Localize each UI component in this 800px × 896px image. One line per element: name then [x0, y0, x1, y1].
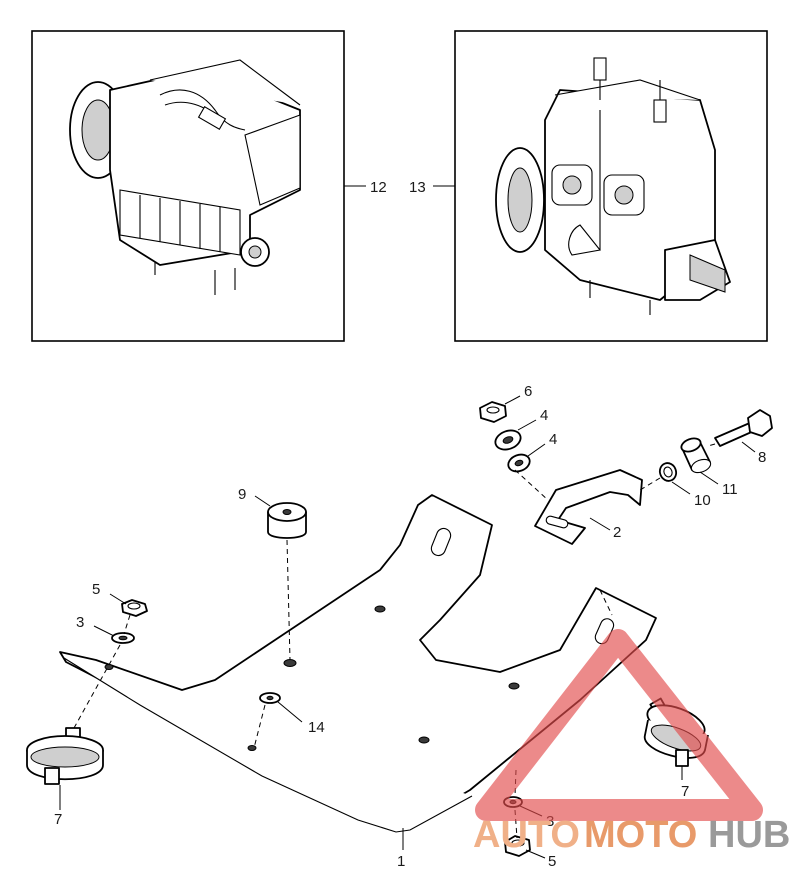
bushing	[680, 437, 712, 474]
callout-7-left: 7	[54, 811, 62, 828]
left-nut	[121, 599, 148, 617]
left-washer	[111, 632, 135, 644]
watermark-auto: AUTO	[473, 814, 580, 856]
callout-6: 6	[524, 383, 532, 400]
lock-washer-upper	[494, 429, 522, 451]
callout-13: 13	[409, 179, 426, 196]
watermark-hub: HUB	[708, 814, 790, 856]
top-nut	[479, 401, 507, 423]
callout-1: 1	[397, 853, 405, 870]
left-rubber-mount	[26, 727, 104, 785]
lock-washer-lower	[507, 453, 531, 473]
callout-12: 12	[370, 179, 387, 196]
callout-8: 8	[758, 449, 766, 466]
plate-washer	[259, 692, 281, 704]
callout-4-upper: 4	[540, 407, 548, 424]
callout-4-lower: 4	[549, 431, 557, 448]
engine-illustration-12	[69, 59, 301, 295]
mounting-plate	[59, 494, 657, 833]
callout-5-right: 5	[548, 853, 556, 870]
callout-10: 10	[694, 492, 711, 509]
callout-2: 2	[613, 524, 621, 541]
callout-9: 9	[238, 486, 246, 503]
rubber-block	[267, 502, 307, 539]
callout-7-right: 7	[681, 783, 689, 800]
callout-3-right: 3	[546, 813, 554, 830]
callout-11: 11	[722, 481, 738, 498]
watermark-moto: MOTO	[584, 814, 697, 856]
engine-illustration-13	[495, 57, 731, 315]
spacer-ring	[658, 462, 678, 482]
right-nut	[504, 835, 531, 857]
bolt	[714, 409, 773, 447]
engine-inset-13: 13	[409, 30, 768, 342]
engine-inset-12: 12	[31, 30, 387, 342]
callout-14: 14	[308, 719, 325, 736]
callout-5-left: 5	[92, 581, 100, 598]
callout-3-left: 3	[76, 614, 84, 631]
watermark-logo: AUTO MOTO HUB	[473, 629, 790, 856]
bracket	[534, 469, 643, 545]
